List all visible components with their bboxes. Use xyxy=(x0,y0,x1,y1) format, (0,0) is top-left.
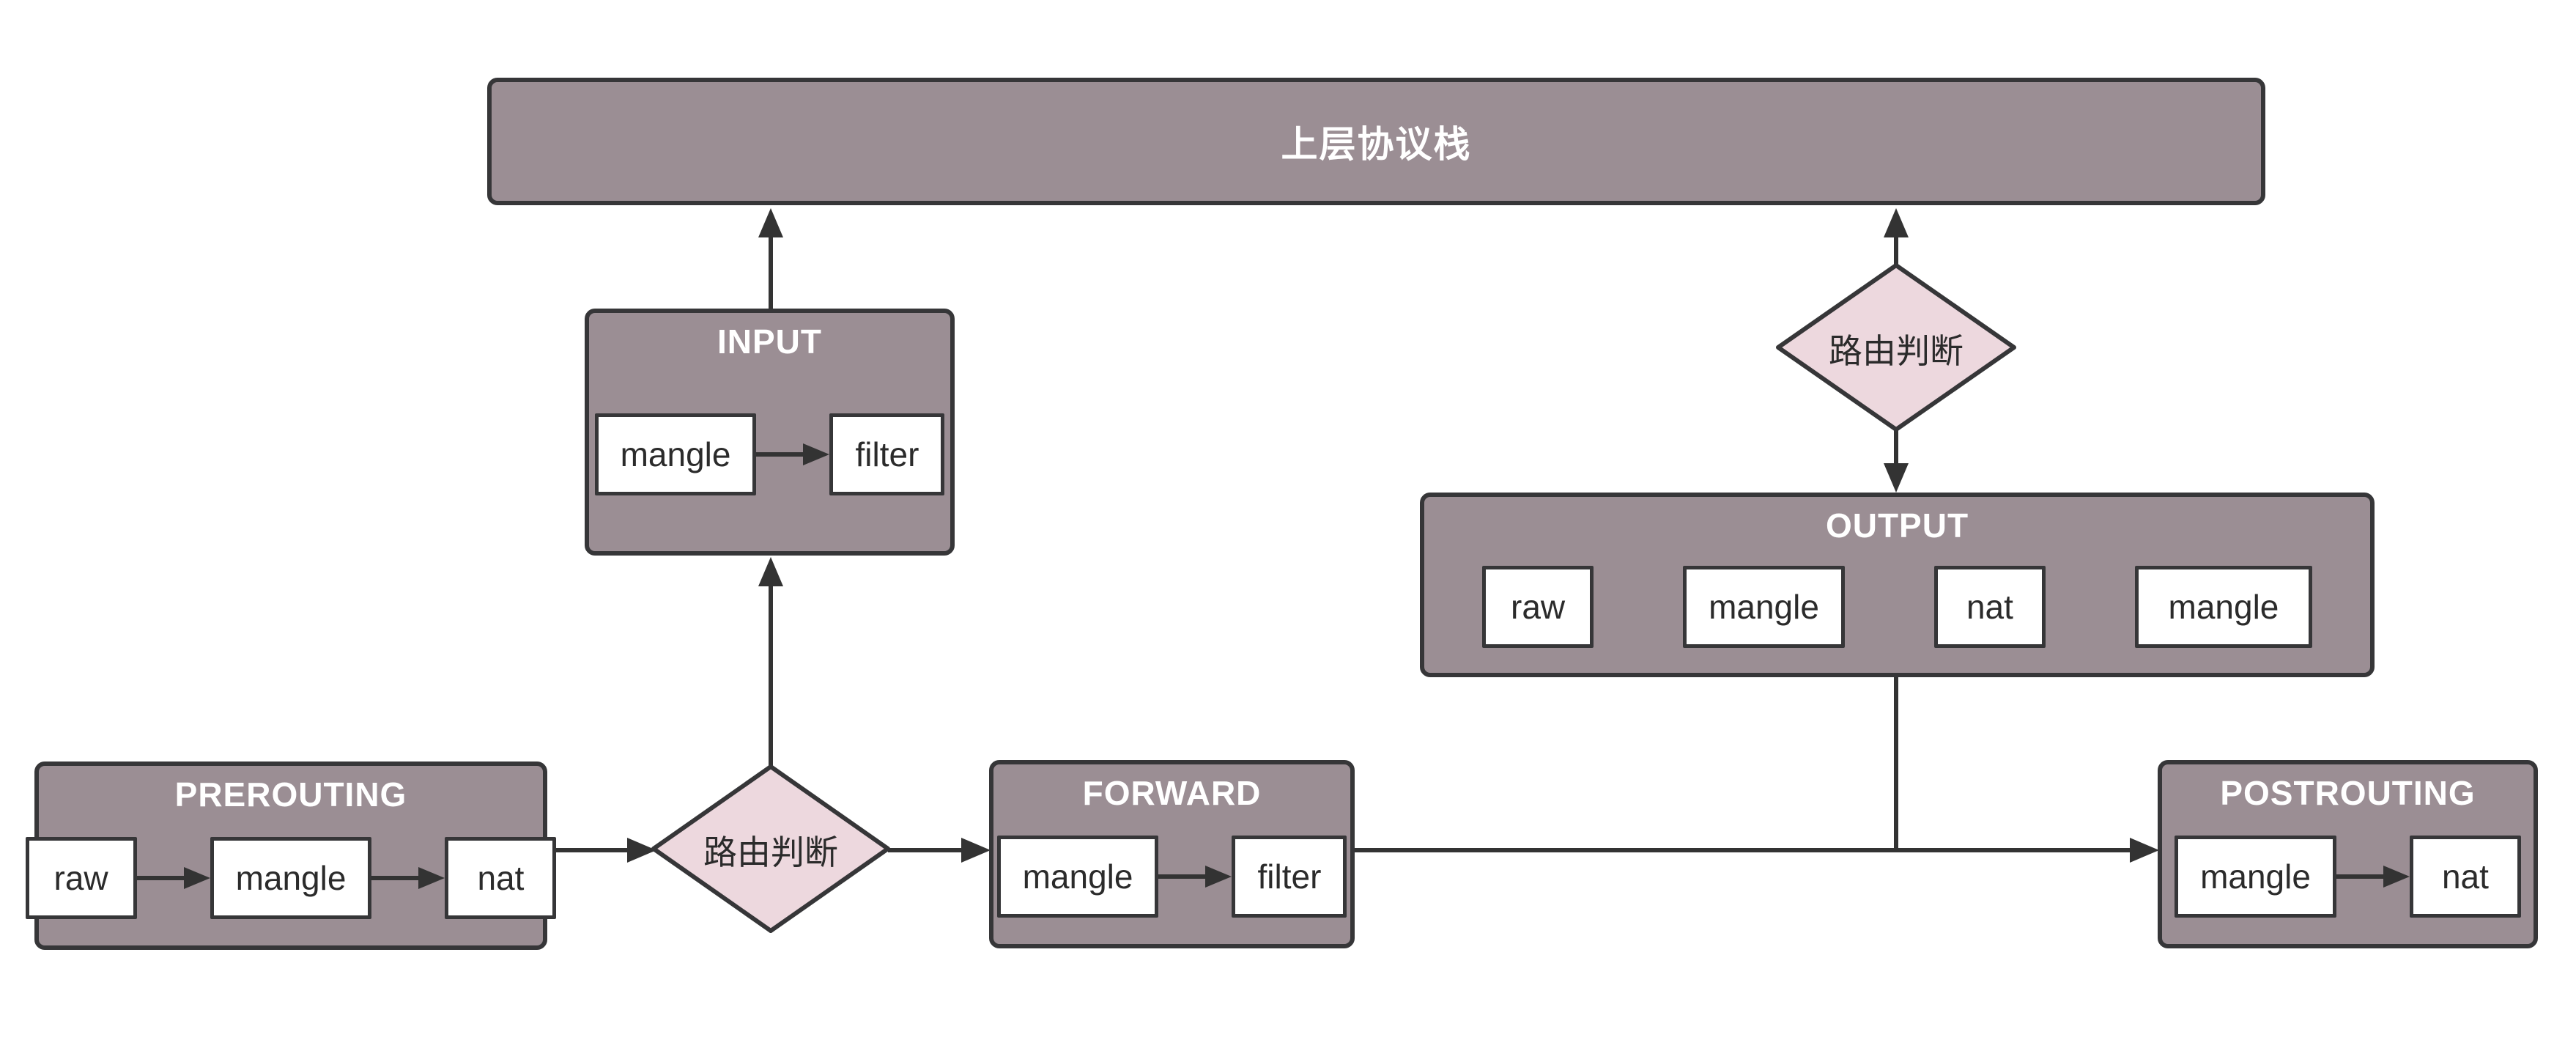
chain-output: OUTPUT raw mangle nat mangle xyxy=(1420,493,2375,677)
table-postrouting-nat: nat xyxy=(2409,835,2521,918)
routing-decision-diamond-top xyxy=(1776,263,2016,432)
connector-routing-middle-to-forward xyxy=(888,838,991,863)
table-output-raw: raw xyxy=(1482,566,1594,648)
arrow-right-icon xyxy=(756,443,830,465)
table-prerouting-mangle: mangle xyxy=(210,836,372,919)
chain-prerouting-tables: raw mangle nat xyxy=(25,814,557,945)
upper-protocol-stack-bar: 上层协议栈 xyxy=(487,78,2265,205)
table-output-mangle-2: mangle xyxy=(2134,566,2312,648)
table-output-nat: nat xyxy=(1933,566,2046,648)
arrow-up-icon xyxy=(758,208,783,237)
table-prerouting-raw: raw xyxy=(25,836,137,919)
chain-forward-tables: mangle filter xyxy=(993,813,1350,944)
table-output-mangle: mangle xyxy=(1683,566,1845,648)
chain-postrouting: POSTROUTING mangle nat xyxy=(2158,760,2538,948)
connector-prerouting-to-routing-middle xyxy=(546,838,656,863)
table-input-filter: filter xyxy=(829,413,945,495)
table-prerouting-nat: nat xyxy=(445,836,557,919)
chain-forward: FORWARD mangle filter xyxy=(989,760,1355,948)
routing-decision-middle-label: 路由判断 xyxy=(703,833,838,871)
table-postrouting-mangle: mangle xyxy=(2175,835,2336,918)
arrow-right-icon xyxy=(136,866,210,889)
chain-prerouting: PREROUTING raw mangle nat xyxy=(25,761,557,950)
chain-input-tables: mangle filter xyxy=(589,361,950,551)
connector-routing-top-to-upper-stack xyxy=(1884,208,1909,268)
chain-output-title: OUTPUT xyxy=(1825,506,1969,545)
arrow-down-icon xyxy=(1884,463,1909,493)
chain-forward-title: FORWARD xyxy=(1082,774,1262,812)
chain-prerouting-title: PREROUTING xyxy=(174,775,407,814)
arrow-right-icon xyxy=(371,866,445,889)
arrow-right-icon xyxy=(627,838,656,863)
routing-decision-top-label: 路由判断 xyxy=(1829,332,1964,370)
upper-protocol-stack-label: 上层协议栈 xyxy=(1281,124,1472,165)
chain-postrouting-tables: mangle nat xyxy=(2162,813,2534,944)
table-forward-mangle: mangle xyxy=(996,835,1159,918)
table-forward-filter: filter xyxy=(1232,835,1347,918)
connector-routing-middle-to-input xyxy=(758,557,783,768)
arrow-right-icon xyxy=(1158,865,1232,888)
table-input-mangle: mangle xyxy=(594,413,757,495)
chain-input: INPUT mangle filter xyxy=(585,309,955,556)
arrow-up-icon xyxy=(758,557,783,586)
connector-routing-top-to-output xyxy=(1884,429,1909,493)
routing-decision-diamond-middle xyxy=(651,764,890,933)
chain-output-tables: raw mangle nat mangle xyxy=(1424,545,2370,673)
arrow-right-icon xyxy=(961,838,991,863)
arrow-up-icon xyxy=(1884,208,1909,237)
connector-forward-to-postrouting xyxy=(1353,838,2159,863)
chain-postrouting-title: POSTROUTING xyxy=(2220,774,2476,812)
arrow-right-icon xyxy=(2336,865,2410,888)
connector-input-to-upper-stack xyxy=(758,208,783,309)
chain-input-title: INPUT xyxy=(717,322,822,361)
arrow-right-icon xyxy=(2130,838,2159,863)
